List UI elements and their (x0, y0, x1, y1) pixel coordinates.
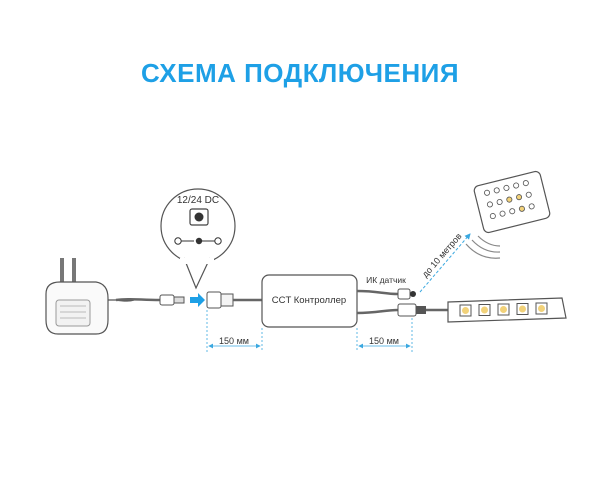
power-adapter-icon (45, 258, 135, 335)
ir-sensor-label: ИК датчик (366, 275, 406, 285)
controller-label: CCT Контроллер (272, 295, 346, 306)
ir-sensor-icon: ИК датчик (356, 275, 416, 300)
led-strip-icon (447, 297, 567, 323)
dc-plug (115, 294, 185, 306)
output-connector (356, 303, 448, 317)
diagram-title: СХЕМА ПОДКЛЮЧЕНИЯ (140, 58, 460, 88)
remote-distance: до 10 метров (419, 231, 471, 293)
dimension-right-label: 150 мм (369, 336, 399, 346)
dc-jack-icon (206, 291, 262, 309)
dimension-right: 150 мм (356, 318, 413, 352)
dimension-left: 150 мм (206, 310, 263, 352)
dc-socket-callout: 12/24 DC (160, 188, 236, 290)
controller-icon: CCT Контроллер (261, 274, 358, 328)
voltage-label: 12/24 DC (177, 195, 219, 206)
connect-arrow (190, 293, 205, 307)
remote-control-icon (465, 170, 551, 259)
dimension-left-label: 150 мм (219, 336, 249, 346)
distance-label: до 10 метров (420, 231, 464, 279)
